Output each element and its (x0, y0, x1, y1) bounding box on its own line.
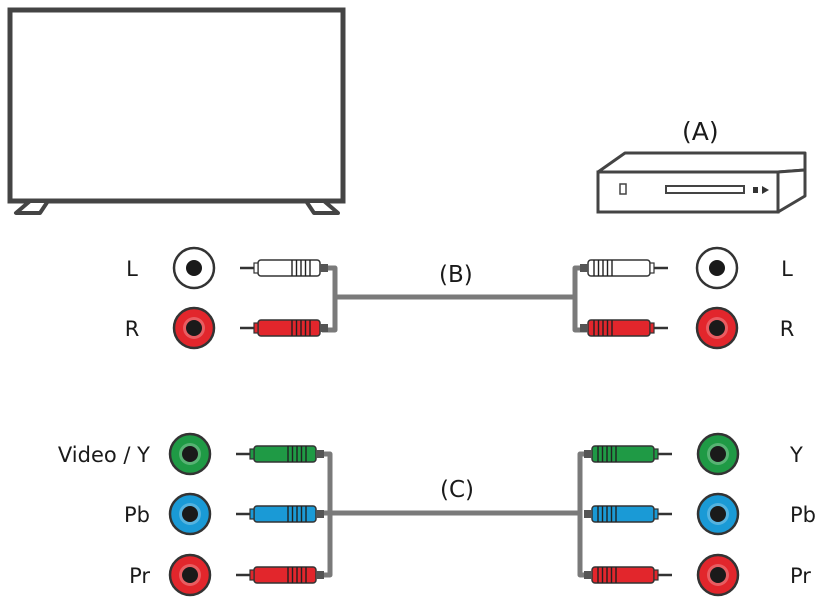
component-right-1-plug-relief (584, 510, 592, 518)
component-cable (316, 451, 594, 578)
audio-right-r-plug-collar (649, 322, 655, 334)
audio-right-r-jack-hole (709, 320, 725, 336)
audio-left-r-plug-relief (320, 324, 328, 332)
component-right-1-label: Pb (790, 503, 816, 527)
device-label: (A) (682, 117, 719, 146)
component-left-1-plug-body (253, 505, 317, 523)
audio-right-l-jack-hole (709, 260, 725, 276)
player-side (776, 168, 807, 214)
component-right-2-plug-relief (584, 571, 592, 579)
tv-stand-left (14, 199, 50, 215)
audio-left-l-label: L (126, 257, 138, 281)
player-top (596, 151, 807, 174)
audio-right-l-label: L (781, 257, 793, 281)
component-left-2-plug-body (253, 566, 317, 584)
component-cable-left-branch (316, 451, 580, 578)
component-left-0-plug-collar (249, 448, 255, 460)
component-left-1-jack-hole (182, 506, 198, 522)
component-left-1-plug-collar (249, 508, 255, 520)
component-left-0-plug-body (253, 445, 317, 463)
component-left-2-jack-hole (182, 567, 198, 583)
audio-left-r-plug-collar (253, 322, 259, 334)
audio-cable-right-branch (572, 265, 587, 333)
audio-right-l-plug-body (587, 259, 651, 277)
media-player (596, 151, 807, 214)
component-right-0-jack-hole (710, 446, 726, 462)
component-right-1-plug-body (591, 505, 655, 523)
audio-cable-label: (B) (439, 262, 473, 288)
audio-left-r-plug-body (257, 319, 321, 337)
component-right-1-plug-collar (653, 508, 659, 520)
power-button-icon (619, 183, 627, 195)
audio-left-l-jack-hole (186, 260, 202, 276)
stop-icon (753, 187, 758, 193)
audio-right-l-plug-collar (649, 262, 655, 274)
component-left-2-label: Pr (129, 564, 150, 588)
component-left-2-plug-relief (316, 571, 324, 579)
component-cable-label: (C) (440, 477, 474, 503)
component-left-1-label: Pb (124, 503, 150, 527)
component-right-0-plug-relief (584, 450, 592, 458)
disc-tray (665, 185, 745, 194)
component-right-0-plug-collar (653, 448, 659, 460)
component-left-1-plug-relief (316, 510, 324, 518)
audio-left-l-plug-relief (320, 264, 328, 272)
component-left-2-plug-collar (249, 569, 255, 581)
component-left-0-label: Video / Y (58, 443, 150, 467)
component-right-2-jack-hole (710, 567, 726, 583)
audio-right-r-label: R (780, 317, 795, 341)
tv-stand-right (304, 199, 340, 215)
audio-left-l-plug-collar (253, 262, 259, 274)
component-left-0-jack-hole (182, 446, 198, 462)
component-right-1-jack-hole (710, 506, 726, 522)
play-icon (762, 186, 769, 194)
component-right-2-plug-collar (653, 569, 659, 581)
component-right-0-plug-body (591, 445, 655, 463)
component-left-0-plug-relief (316, 450, 324, 458)
audio-left-l-plug-body (257, 259, 321, 277)
component-right-2-label: Pr (790, 564, 811, 588)
component-right-0-label: Y (789, 443, 803, 467)
tv-screen (7, 7, 346, 204)
audio-right-l-plug-relief (580, 264, 588, 272)
audio-right-r-plug-relief (580, 324, 588, 332)
audio-cable-left-branch (322, 265, 575, 333)
component-right-2-plug-body (591, 566, 655, 584)
tv (7, 7, 346, 215)
audio-right-r-plug-body (587, 319, 651, 337)
audio-left-r-jack-hole (186, 320, 202, 336)
audio-left-r-label: R (125, 317, 140, 341)
